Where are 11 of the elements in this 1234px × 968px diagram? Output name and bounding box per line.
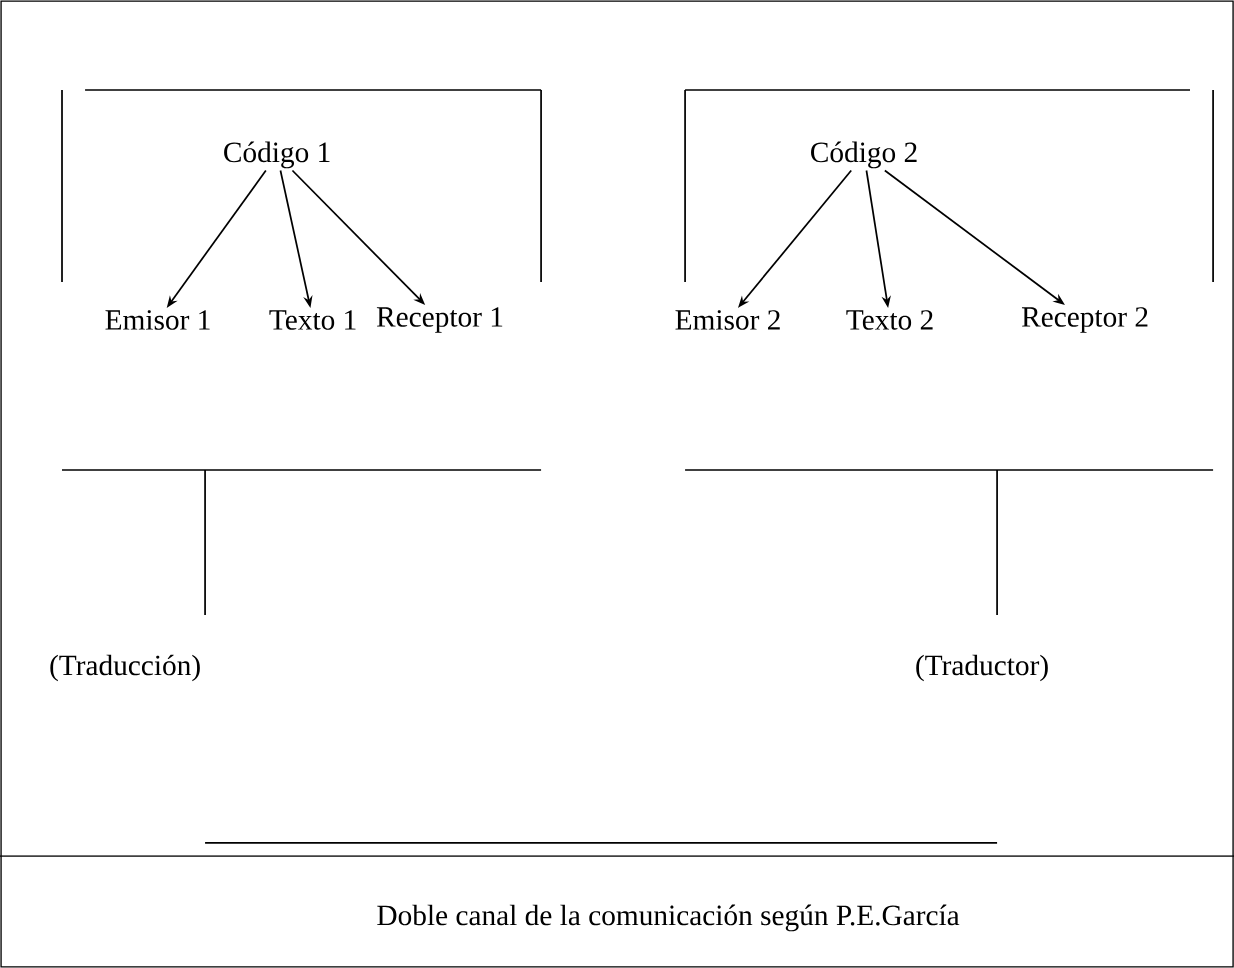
node-label: Código 2	[811, 141, 917, 169]
node-label: Emisor 1	[105, 310, 210, 330]
node-label: Receptor 2	[1022, 307, 1148, 333]
caption: Doble canal de la comunicación según P.E.García	[377, 904, 960, 932]
node-label: Texto 2	[846, 310, 933, 330]
node-label: (Traductor)	[916, 654, 1048, 682]
node-label: (Traducción)	[50, 654, 200, 682]
node-label: Emisor 2	[675, 310, 780, 330]
node-label: Receptor 1	[376, 307, 503, 333]
node-label: Texto 1	[269, 310, 356, 330]
node-label: Código 1	[224, 141, 330, 169]
